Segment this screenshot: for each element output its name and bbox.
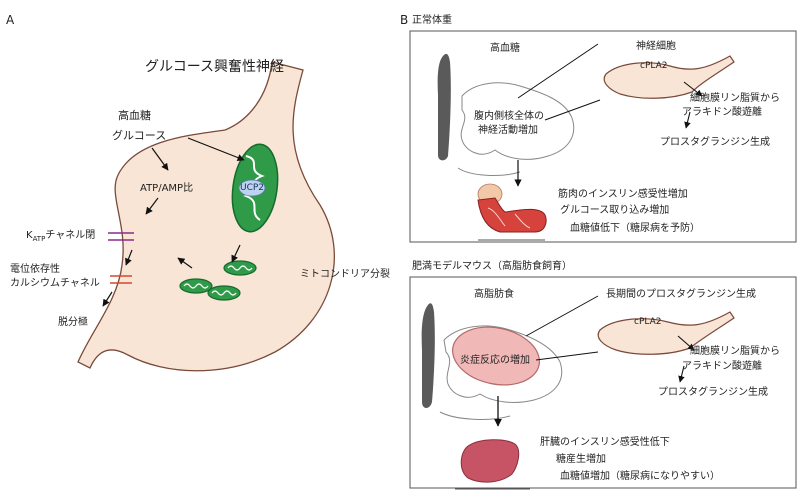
arrow-glucose-to-mito <box>187 137 245 161</box>
label-arachidonic-bottom-2: アラキドン酸遊離 <box>682 361 762 372</box>
katp-channel <box>108 232 134 241</box>
label-arachidonic-top-2: アラキドン酸遊離 <box>682 107 762 118</box>
label-high-glucose-a: 高血糖 <box>118 109 151 122</box>
label-cpla2-bottom: cPLA2 <box>634 317 662 327</box>
label-muscle-3: 血糖値低下（糖尿病を予防） <box>570 223 700 234</box>
neuron-body <box>77 61 335 372</box>
label-liver-2: 糖産生増加 <box>556 454 606 465</box>
neuron-cell-bottom <box>597 311 735 355</box>
label-vmh-1: 腹内側核全体の <box>474 111 544 122</box>
arrow-glucose-to-atp <box>151 147 169 171</box>
label-atp-amp: ATP/AMP比 <box>140 183 194 194</box>
label-fission: ミトコンドリア分裂 <box>300 269 390 280</box>
arrow-katp-to-ca <box>125 249 133 266</box>
label-prostaglandin-bottom: プロスタグランジン生成 <box>658 387 768 398</box>
label-high-fat: 高脂肪食 <box>474 289 514 300</box>
label-long-term: 長期間のプロスタグランジン生成 <box>606 289 756 300</box>
brain-obese <box>421 303 563 420</box>
label-glucose: グルコース <box>112 129 167 142</box>
panel-a-label: A <box>6 13 15 27</box>
label-arachidonic-top-1: 細胞膜リン脂質から <box>690 93 780 104</box>
muscle-arm <box>477 183 547 241</box>
arrow-cpla2-top <box>683 81 703 97</box>
zoom-line-bottom-1 <box>525 295 599 337</box>
label-neuron: 神経細胞 <box>636 41 676 52</box>
label-muscle-1: 筋肉のインスリン感受性増加 <box>558 189 688 200</box>
label-prostaglandin-top: プロスタグランジン生成 <box>660 137 770 148</box>
small-mitochondria <box>179 260 257 301</box>
label-cpla2-top: cPLA2 <box>640 61 668 71</box>
zoom-line-top-2 <box>544 99 601 121</box>
label-inflammation: 炎症反応の増加 <box>460 355 530 366</box>
mitochondrion-ucp2 <box>231 143 279 233</box>
arrow-cpla2-bottom <box>677 335 695 351</box>
brain-normal <box>437 53 575 176</box>
arrow-fission-left <box>177 257 193 269</box>
normal-heading: 正常体重 <box>412 15 452 26</box>
obese-heading: 肥満モデルマウス（高脂肪食飼育） <box>412 261 572 272</box>
arrow-ca-to-depol <box>102 291 113 307</box>
label-liver-3: 血糖値増加（糖尿病になりやすい） <box>560 471 720 482</box>
neuron-cell-top <box>603 55 735 99</box>
calcium-channel <box>110 275 132 284</box>
label-high-glucose-b: 高血糖 <box>490 43 520 54</box>
normal-box <box>409 30 797 243</box>
obese-box <box>409 276 797 489</box>
label-vmh-2: 神経活動増加 <box>478 125 538 136</box>
zoom-line-top-1 <box>517 43 599 99</box>
arrow-arachidonic-bottom <box>678 365 685 383</box>
liver <box>455 439 530 490</box>
panel-b-label: B <box>400 13 409 27</box>
arrow-arachidonic-top <box>684 111 691 129</box>
label-calcium-1: 電位依存性 <box>10 264 60 275</box>
label-depolarization: 脱分極 <box>58 317 88 328</box>
label-ucp2: UCP2 <box>240 183 265 193</box>
arrow-atp-to-katp <box>145 197 159 215</box>
label-katp: KATPチャネル閉 <box>26 230 96 243</box>
arrow-mito-to-fission <box>231 244 241 263</box>
label-muscle-2: グルコース取り込み増加 <box>560 205 670 216</box>
label-arachidonic-bottom-1: 細胞膜リン脂質から <box>690 346 780 357</box>
label-calcium-2: カルシウムチャネル <box>10 278 100 289</box>
label-liver-1: 肝臓のインスリン感受性低下 <box>540 437 670 448</box>
panel-a-title: グルコース興奮性神経 <box>145 59 285 75</box>
zoom-line-bottom-2 <box>535 351 599 361</box>
